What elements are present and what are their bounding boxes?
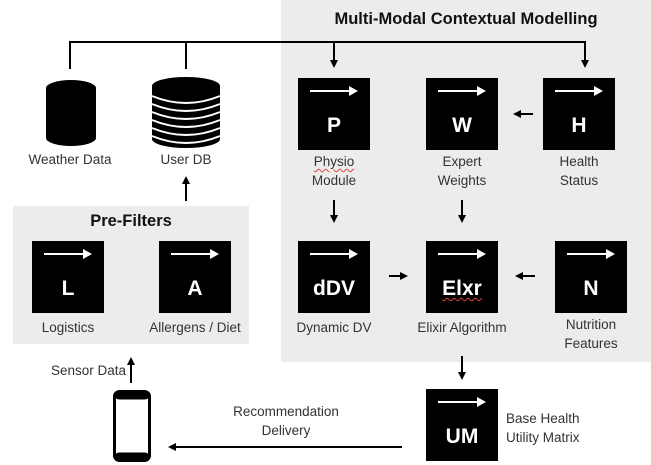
label-line2: Module [311, 173, 357, 188]
user-db-label: User DB [160, 152, 212, 167]
elixir-algorithm-label: Elixir Algorithm [417, 320, 507, 335]
logistics-label: Logistics [41, 320, 95, 335]
label-line1: Expert [442, 154, 482, 169]
node-letter: Elxr [442, 277, 482, 300]
label-line2: Utility Matrix [506, 430, 580, 445]
node-dynamic-dv: dDV [298, 241, 370, 313]
node-letter: A [187, 277, 203, 300]
arrow-right-icon [438, 397, 486, 407]
node-nutrition-features: N [555, 241, 627, 313]
recommendation-delivery-label: Recommendation Delivery [216, 402, 356, 440]
arrow-right-icon [555, 86, 603, 96]
allergens-diet-label: Allergens / Diet [149, 320, 241, 335]
label-line2: Delivery [261, 423, 311, 438]
node-expert-weights: W [426, 78, 498, 150]
node-letter: UM [445, 425, 479, 448]
arrow-right-icon [567, 249, 615, 259]
arrow-right-icon [44, 249, 92, 259]
node-letter: P [326, 114, 341, 137]
node-letter: W [452, 114, 472, 137]
node-utility-matrix: UM [426, 389, 498, 461]
node-letter: H [571, 114, 587, 137]
label-line1: Base Health [506, 411, 580, 426]
database-icon [46, 80, 96, 146]
node-logistics: L [32, 241, 104, 313]
arrow-right-icon [438, 249, 486, 259]
label-line2: Status [559, 173, 599, 188]
label-line1: Health [559, 154, 599, 169]
modelling-title: Multi-Modal Contextual Modelling [334, 10, 598, 28]
label-line2: Features [564, 336, 618, 351]
nutrition-features-label: Nutrition Features [541, 315, 641, 353]
label-line2: Weights [437, 173, 487, 188]
physio-module-label: Physio Module [284, 152, 384, 190]
node-letter: dDV [313, 277, 355, 300]
database-stack-icon [151, 77, 221, 148]
label-line1: Physio [313, 154, 355, 169]
arrow-right-icon [438, 86, 486, 96]
utility-matrix-label: Base Health Utility Matrix [506, 409, 606, 447]
label-line1: Recommendation [233, 404, 339, 419]
bus-line [69, 41, 589, 69]
prefilters-title: Pre-Filters [90, 212, 172, 230]
health-status-label: Health Status [529, 152, 629, 190]
dynamic-dv-label: Dynamic DV [296, 320, 372, 335]
weather-data-label: Weather Data [28, 152, 112, 167]
node-letter: N [583, 277, 599, 300]
label-line1: Nutrition [565, 317, 617, 332]
node-health-status: H [543, 78, 615, 150]
arrow-right-icon [310, 249, 358, 259]
arrow-right-icon [310, 86, 358, 96]
arrow-right-icon [171, 249, 219, 259]
sensor-data-label: Sensor Data [50, 363, 126, 378]
node-allergens-diet: A [159, 241, 231, 313]
node-physio: P [298, 78, 370, 150]
node-elixir: Elxr [426, 241, 498, 313]
expert-weights-label: Expert Weights [412, 152, 512, 190]
node-letter: L [61, 277, 75, 300]
smartphone-icon [113, 390, 151, 462]
